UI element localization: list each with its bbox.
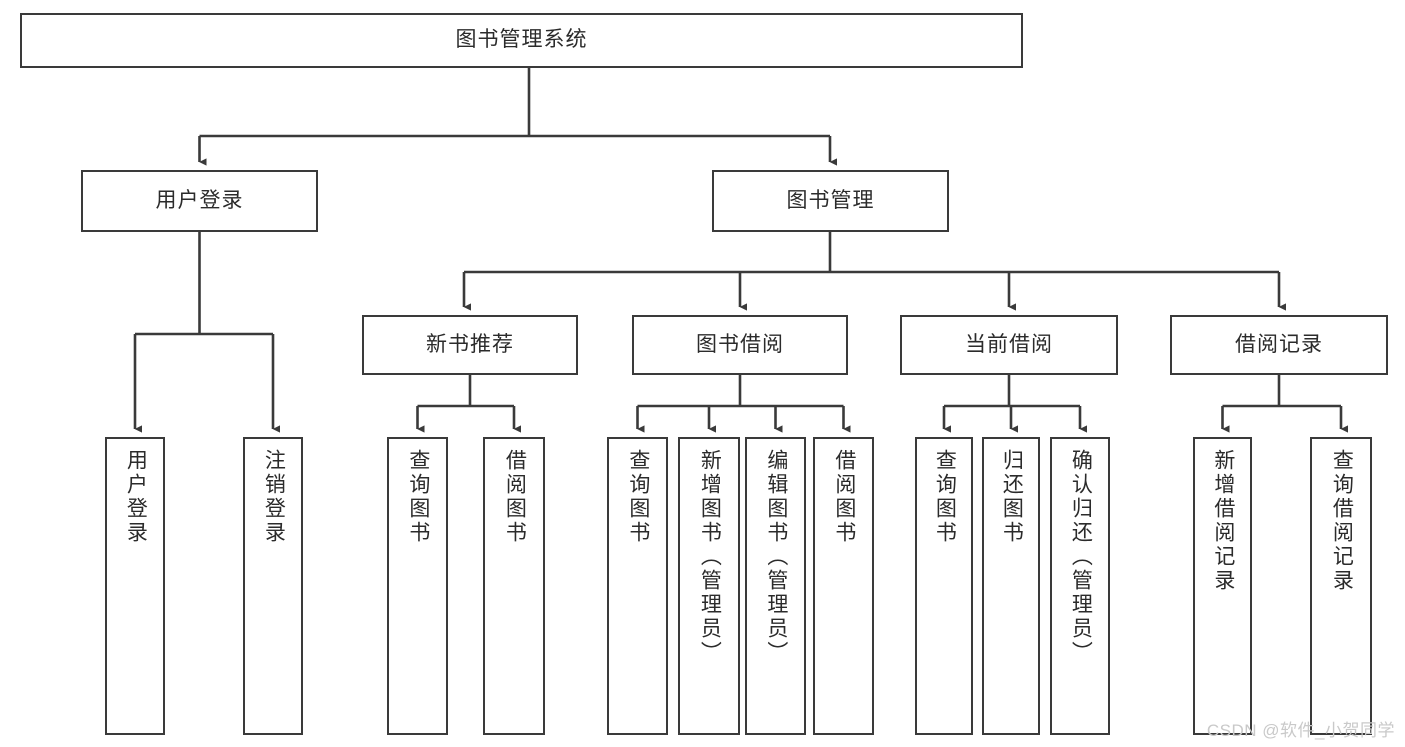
leaf-logout-label: 注销登录: [262, 449, 286, 545]
leaf-borrow-book-recommendation[interactable]: 借阅图书: [483, 437, 545, 735]
leaf-borrow-book-recommendation-label: 借阅图书: [503, 449, 527, 545]
leaf-return-book-label: 归还图书: [1000, 449, 1024, 545]
leaf-query-borrow-record[interactable]: 查询借阅记录: [1310, 437, 1372, 735]
leaf-query-borrow-record-label: 查询借阅记录: [1330, 449, 1354, 593]
node-user-login-label: 用户登录: [155, 188, 244, 212]
leaf-query-book-current[interactable]: 查询图书: [915, 437, 973, 735]
node-current-borrow[interactable]: 当前借阅: [900, 315, 1118, 375]
node-new-book-recommendation[interactable]: 新书推荐: [362, 315, 578, 375]
leaf-borrow-book[interactable]: 借阅图书: [813, 437, 874, 735]
node-borrow-record[interactable]: 借阅记录: [1170, 315, 1388, 375]
node-user-login[interactable]: 用户登录: [81, 170, 318, 232]
leaf-user-login-label: 用户登录: [124, 449, 148, 545]
watermark-text: CSDN @软件_小贺同学: [1206, 721, 1395, 740]
leaf-add-book-admin-label: 新增图书（管理员）: [698, 449, 722, 665]
leaf-query-book-recommendation[interactable]: 查询图书: [387, 437, 448, 735]
leaf-return-book[interactable]: 归还图书: [982, 437, 1040, 735]
leaf-user-login[interactable]: 用户登录: [105, 437, 165, 735]
node-book-borrow[interactable]: 图书借阅: [632, 315, 848, 375]
node-root-label: 图书管理系统: [455, 28, 588, 52]
node-book-manage-label: 图书管理: [786, 188, 875, 212]
leaf-add-borrow-record-label: 新增借阅记录: [1211, 449, 1235, 593]
leaf-add-borrow-record[interactable]: 新增借阅记录: [1193, 437, 1252, 735]
leaf-edit-book-admin[interactable]: 编辑图书（管理员）: [745, 437, 806, 735]
node-book-borrow-label: 图书借阅: [696, 332, 784, 356]
leaf-borrow-book-label: 借阅图书: [832, 449, 856, 545]
node-borrow-record-label: 借阅记录: [1235, 332, 1323, 356]
leaf-query-book-recommendation-label: 查询图书: [406, 449, 430, 545]
leaf-logout[interactable]: 注销登录: [243, 437, 303, 735]
leaf-query-book-borrow[interactable]: 查询图书: [607, 437, 668, 735]
leaf-confirm-return-admin[interactable]: 确认归还（管理员）: [1050, 437, 1110, 735]
leaf-edit-book-admin-label: 编辑图书（管理员）: [764, 449, 788, 665]
leaf-query-book-borrow-label: 查询图书: [626, 449, 650, 545]
node-current-borrow-label: 当前借阅: [965, 332, 1053, 356]
leaf-query-book-current-label: 查询图书: [933, 449, 957, 545]
leaf-add-book-admin[interactable]: 新增图书（管理员）: [678, 437, 740, 735]
node-book-manage[interactable]: 图书管理: [712, 170, 949, 232]
node-new-book-recommendation-label: 新书推荐: [426, 332, 514, 356]
node-root[interactable]: 图书管理系统: [20, 13, 1023, 68]
leaf-confirm-return-admin-label: 确认归还（管理员）: [1069, 449, 1093, 665]
